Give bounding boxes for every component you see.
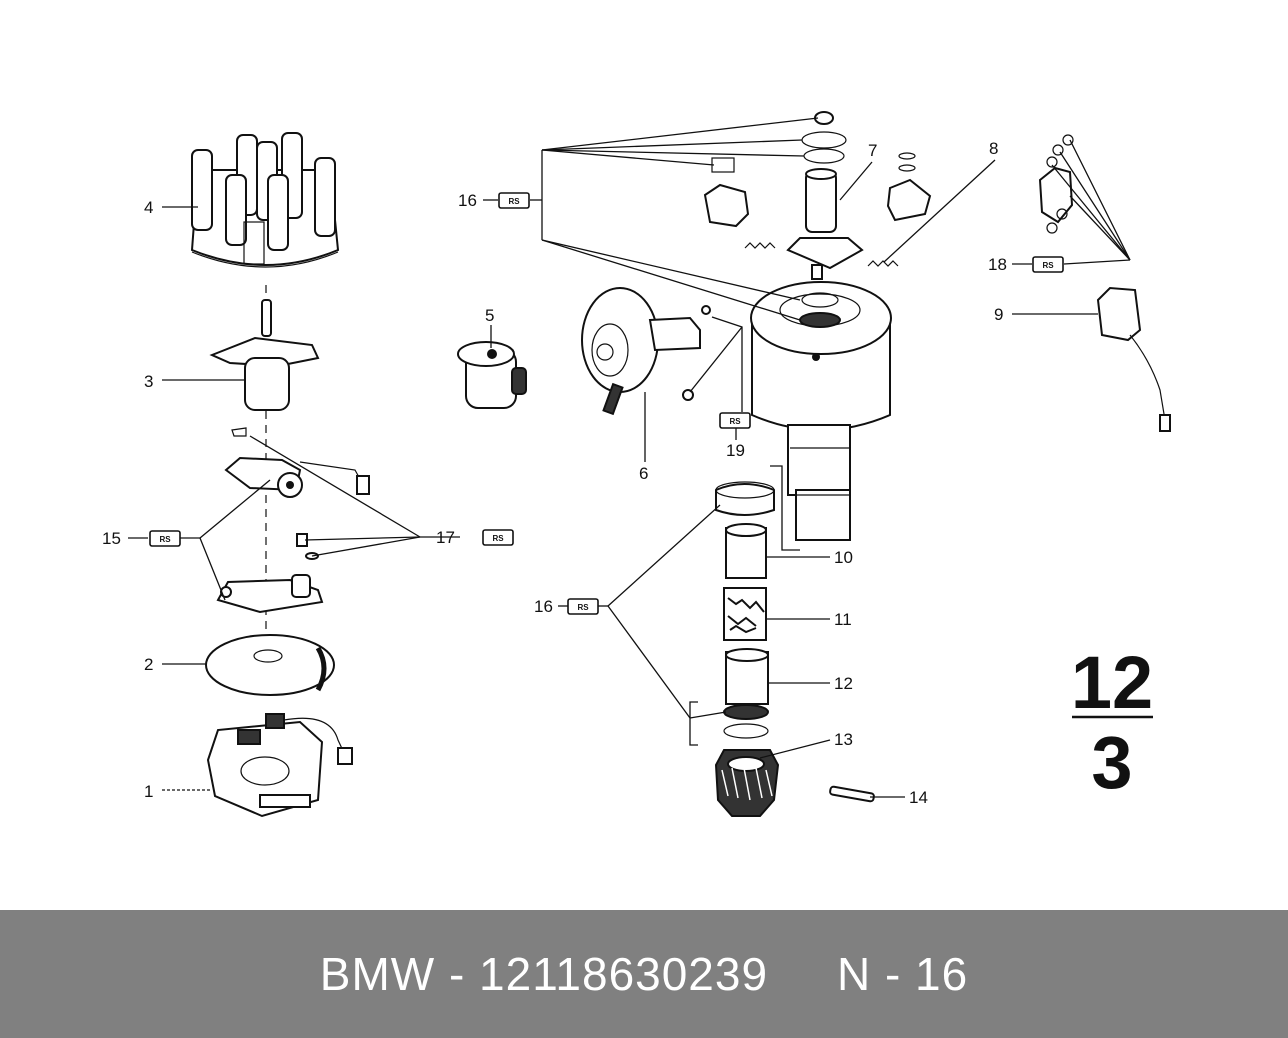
callout-16b: 16 [534,597,553,616]
callout-4: 4 [144,198,153,217]
callout-1: 1 [144,782,153,801]
group-number: 12 [1071,641,1153,724]
breaker-plate [216,574,324,614]
callout-2: 2 [144,655,153,674]
svg-text:RS: RS [577,603,589,612]
callout-8: 8 [989,139,998,158]
callout-16a: 16 [458,191,477,210]
svg-text:RS: RS [159,535,171,544]
parts-diagram: RS RS RS RS RS RS 1 2 3 4 5 6 7 8 9 10 1… [102,111,1171,818]
callout-10: 10 [834,548,853,567]
plug-connector [1096,286,1171,432]
callout-13: 13 [834,730,853,749]
callout-7: 7 [868,141,877,160]
callout-19: 19 [726,441,745,460]
svg-text:RS: RS [729,417,741,426]
leader-lines [128,117,1131,798]
callout-15: 15 [102,529,121,548]
svg-text:RS: RS [492,534,504,543]
callout-12: 12 [834,674,853,693]
vacuum-unit [581,287,711,416]
subgroup-number: 3 [1091,721,1132,804]
callout-9: 9 [994,305,1003,324]
rs-badge-17: RS [482,529,514,546]
rs-badge-16b: RS [567,598,599,615]
callout-14: 14 [909,788,928,807]
rs-badge-16a: RS [498,192,530,209]
callout-11: 11 [834,610,852,629]
distributor-housing [750,281,892,541]
callout-5: 5 [485,306,494,325]
dust-shield [205,634,335,696]
svg-text:RS: RS [1042,261,1054,270]
group-number-fraction: 12 3 [1071,641,1153,804]
part-number-caption: BMW - 12118630239 N - 16 [319,948,969,1000]
rs-badge-19: RS [719,412,751,429]
contact-breaker [224,427,370,498]
condenser [457,341,527,409]
centrifugal-shaft [786,168,864,280]
svg-text:RS: RS [508,197,520,206]
shaft-bushings [715,481,775,739]
footer-bar: BMW - 12118630239 N - 16 [0,910,1288,1038]
distributor-cap [190,132,340,268]
callout-17: 17 [436,528,455,547]
drive-gear [714,749,780,817]
callout-3: 3 [144,372,153,391]
rs-badge-18: RS [1032,256,1064,273]
ignition-base-plate [206,713,353,818]
rotor [209,336,320,411]
callout-18: 18 [988,255,1007,274]
callout-6: 6 [639,464,648,483]
rs-badge-15: RS [149,530,181,547]
